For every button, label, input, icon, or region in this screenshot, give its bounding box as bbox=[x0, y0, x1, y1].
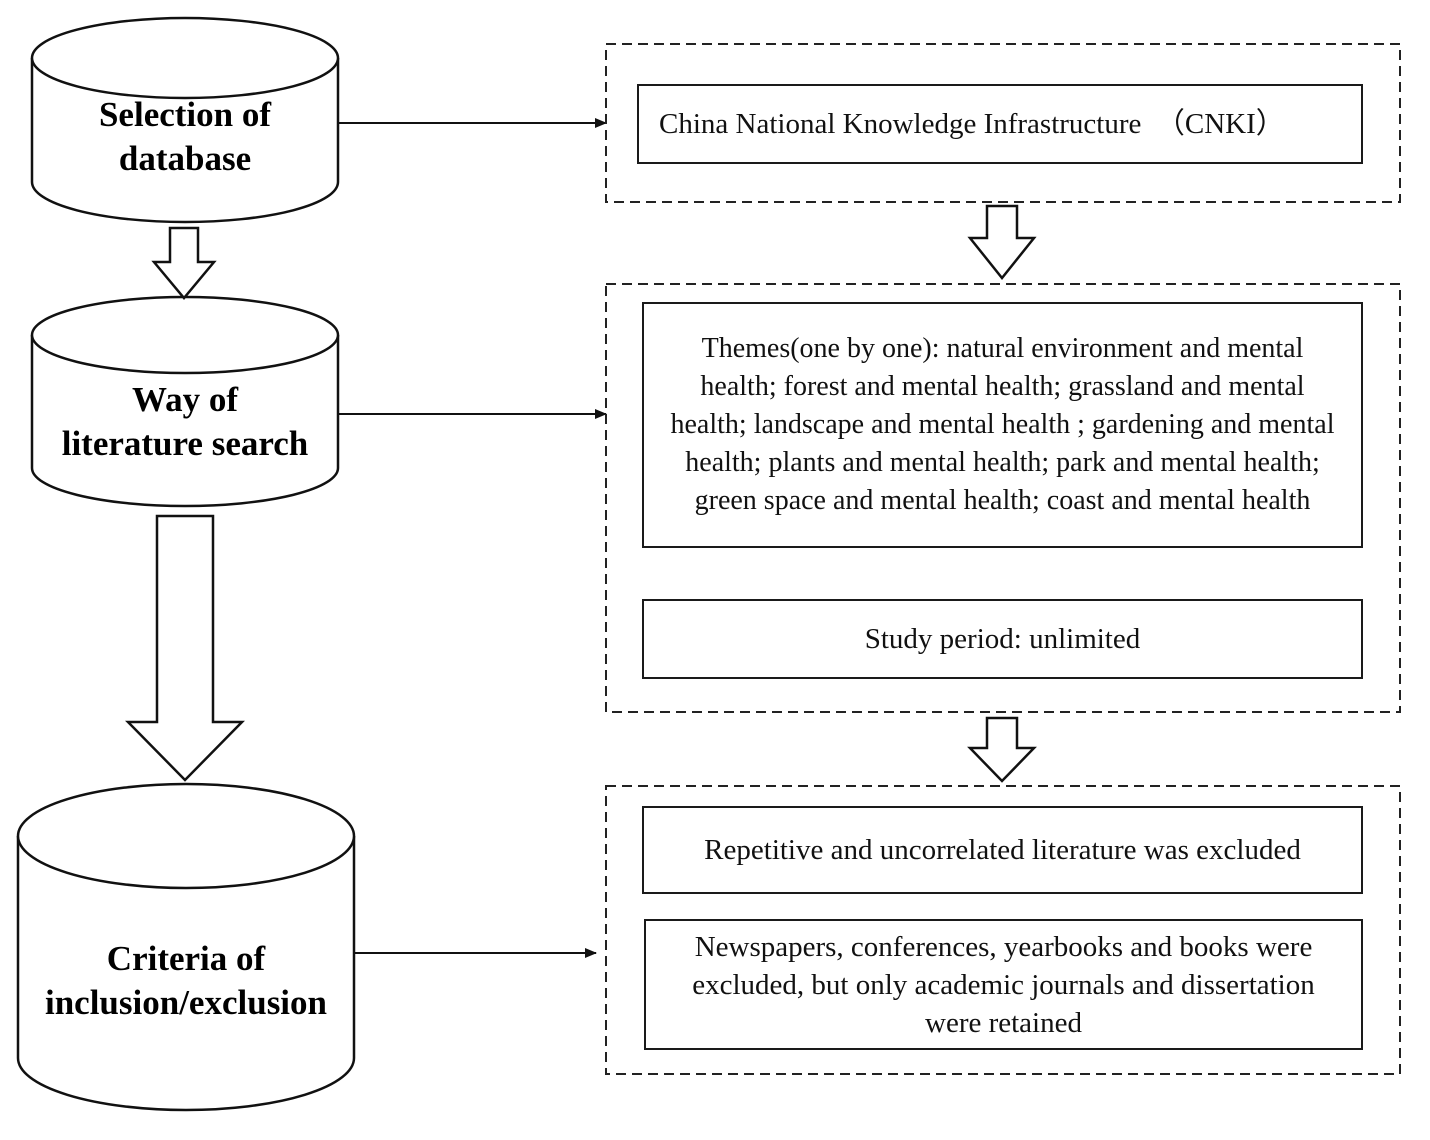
down-block-arrow-4 bbox=[967, 716, 1037, 783]
down-block-arrow-2 bbox=[125, 514, 245, 782]
criteria-cylinder-shape bbox=[16, 782, 356, 1112]
database-cylinder-shape bbox=[30, 16, 340, 224]
stage-label-way-of-literature-search: Way of literature search bbox=[61, 380, 309, 463]
exclusion-types-box: Newspapers, conferences, yearbooks and b… bbox=[644, 919, 1363, 1050]
stage-label-selection-of-database: Selection of database bbox=[98, 95, 272, 178]
stage-label-criteria-of-inclusion-exclusion: Criteria of inclusion/exclusion bbox=[44, 939, 328, 1022]
criteria-group-frame bbox=[605, 785, 1401, 1075]
search-group-frame bbox=[605, 283, 1401, 713]
down-block-arrow-3 bbox=[967, 204, 1037, 281]
study-period-box: Study period: unlimited bbox=[642, 599, 1363, 679]
database-group-frame bbox=[605, 43, 1401, 203]
database-box: China National Knowledge Infrastructure … bbox=[637, 84, 1363, 164]
themes-box: Themes(one by one): natural environment … bbox=[642, 302, 1363, 548]
down-block-arrow-1 bbox=[151, 226, 217, 300]
search-cylinder-shape bbox=[30, 295, 340, 508]
exclusion-repetitive-box: Repetitive and uncorrelated literature w… bbox=[642, 806, 1363, 894]
